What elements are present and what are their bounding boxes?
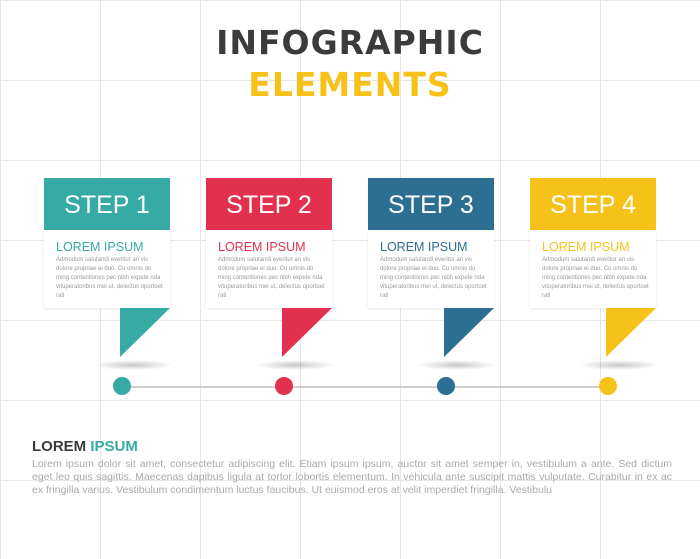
step-2-heading: LOREM IPSUM xyxy=(218,240,306,254)
step-3-text: Admodum salutandi everitur an vis dolore… xyxy=(380,257,487,299)
step-1-card: LOREM IPSUM Admodum salutandi everitur a… xyxy=(44,230,170,308)
step-4-heading: LOREM IPSUM xyxy=(542,240,630,254)
title-block: INFOGRAPHIC ELEMENTS xyxy=(0,22,700,106)
bottom-title-part-1: LOREM xyxy=(32,438,91,455)
step-1-flag xyxy=(120,308,170,357)
title-line-2: ELEMENTS xyxy=(248,65,452,104)
step-3-flag xyxy=(444,308,494,357)
bottom-title: LOREM IPSUM xyxy=(32,438,138,455)
step-1-heading: LOREM IPSUM xyxy=(56,240,144,254)
timeline-dot-3 xyxy=(437,377,455,395)
step-1-shadow xyxy=(92,360,174,370)
bottom-title-part-2: IPSUM xyxy=(90,438,138,455)
step-2: STEP 2 LOREM IPSUM Admodum salutandi eve… xyxy=(206,178,336,370)
bottom-paragraph: Lorem ipsum dolor sit amet, consectetur … xyxy=(32,458,672,496)
step-1-header: STEP 1 xyxy=(44,178,170,230)
step-1: STEP 1 LOREM IPSUM Admodum salutandi eve… xyxy=(44,178,174,370)
step-3-heading: LOREM IPSUM xyxy=(380,240,468,254)
step-3: STEP 3 LOREM IPSUM Admodum salutandi eve… xyxy=(368,178,498,370)
timeline-line xyxy=(122,386,608,388)
step-4-header: STEP 4 xyxy=(530,178,656,230)
timeline-dot-2 xyxy=(275,377,293,395)
step-2-text: Admodum salutandi everitur an vis dolore… xyxy=(218,257,325,299)
step-2-card: LOREM IPSUM Admodum salutandi everitur a… xyxy=(206,230,332,308)
step-3-shadow xyxy=(416,360,498,370)
step-4-card: LOREM IPSUM Admodum salutandi everitur a… xyxy=(530,230,656,308)
step-4-shadow xyxy=(578,360,660,370)
step-3-header: STEP 3 xyxy=(368,178,494,230)
step-1-text: Admodum salutandi everitur an vis dolore… xyxy=(56,257,163,299)
step-4: STEP 4 LOREM IPSUM Admodum salutandi eve… xyxy=(530,178,660,370)
step-4-text: Admodum salutandi everitur an vis dolore… xyxy=(542,257,649,299)
step-2-flag xyxy=(282,308,332,357)
timeline-dot-4 xyxy=(599,377,617,395)
title-line-1: INFOGRAPHIC xyxy=(216,23,484,62)
step-2-header: STEP 2 xyxy=(206,178,332,230)
step-4-flag xyxy=(606,308,656,357)
step-2-shadow xyxy=(254,360,336,370)
timeline-dot-1 xyxy=(113,377,131,395)
step-3-card: LOREM IPSUM Admodum salutandi everitur a… xyxy=(368,230,494,308)
